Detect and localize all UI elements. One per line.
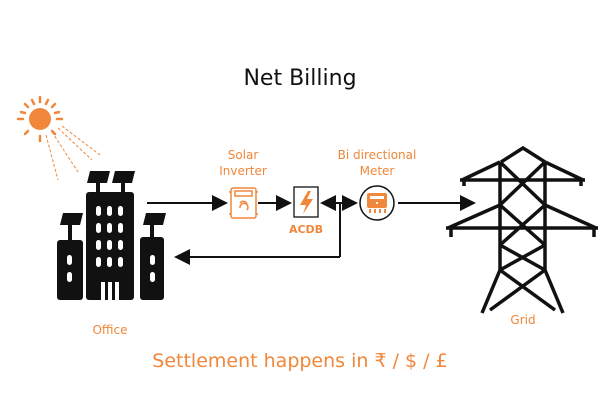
meter-label-line1: Bi directional — [337, 148, 417, 162]
settlement-caption: Settlement happens in ₹ / $ / £ — [152, 350, 448, 372]
acdb-panel-icon — [293, 186, 319, 218]
acdb-label: ACDB — [288, 223, 324, 236]
solar-inverter-icon — [229, 187, 258, 219]
grid-label: Grid — [510, 313, 536, 327]
inverter-label-line1: Solar — [227, 148, 259, 162]
transmission-tower-icon — [446, 145, 598, 314]
inverter-label-line2: Inverter — [219, 164, 267, 178]
sun-icon — [16, 95, 101, 181]
office-building-icon — [57, 171, 166, 300]
meter-label-line2: Meter — [359, 164, 395, 178]
diagram-title: Net Billing — [243, 66, 357, 91]
office-label: Office — [92, 323, 128, 337]
bidirectional-meter-icon — [359, 185, 395, 221]
